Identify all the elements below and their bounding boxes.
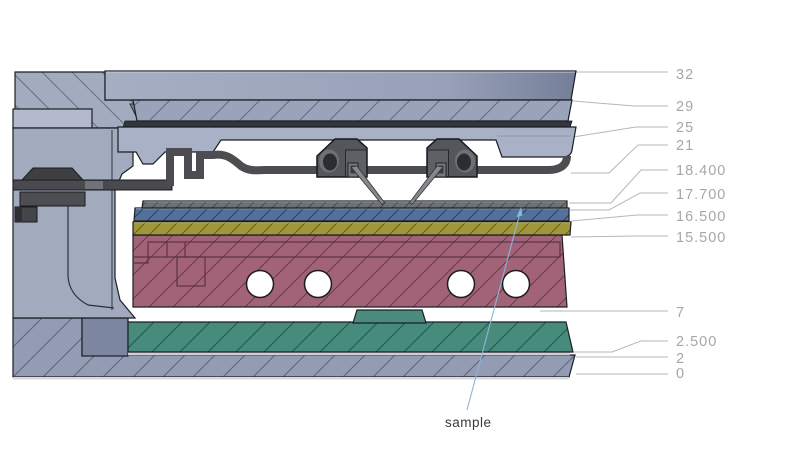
- top-clamp-bar: [104, 70, 577, 101]
- dim-label-16-500: 16.500: [676, 209, 726, 225]
- housing-light-band: [12, 108, 93, 129]
- sample-annotation: sample: [445, 207, 523, 430]
- sample-layer: [141, 200, 568, 209]
- dim-label-0: 0: [676, 366, 685, 382]
- vacuum-hole: [501, 269, 531, 299]
- probe-needle-left: [350, 165, 386, 206]
- hatched-cover-plate: [132, 99, 573, 122]
- probe-holder-hole: [323, 153, 337, 171]
- dim-label-7: 7: [676, 305, 685, 321]
- upper-assembly: [104, 70, 577, 165]
- base-plate-bottom-edge: [13, 377, 569, 380]
- leader-line: [570, 214, 668, 222]
- leader-line: [572, 126, 668, 138]
- probe-holder-left: [316, 138, 386, 206]
- vacuum-holes: [245, 269, 531, 299]
- shim-line: [128, 352, 570, 356]
- layer-stack: [132, 200, 572, 236]
- dim-label-17-700: 17.700: [676, 187, 726, 203]
- dimension-labels: 32 29 25 21 18.400 17.700 16.500 15.500 …: [676, 67, 726, 382]
- clamp-arm-segment: [85, 181, 103, 189]
- leader-line: [569, 169, 668, 204]
- sample-leader-arrowhead-icon: [516, 207, 523, 217]
- probe-holder-right: [408, 138, 478, 206]
- housing-column: [12, 127, 137, 319]
- chuck-internal-channels: [133, 241, 561, 287]
- probe-bar: [166, 148, 571, 186]
- clamp-block: [19, 191, 86, 207]
- leader-line: [571, 144, 668, 174]
- vacuum-hole: [303, 269, 333, 299]
- clamp-tab-shadow: [15, 207, 22, 222]
- dim-label-25: 25: [676, 120, 694, 136]
- teal-plate: [127, 309, 574, 356]
- dim-label-18-400: 18.400: [676, 163, 726, 179]
- housing-pocket-line: [67, 206, 115, 309]
- vacuum-hole: [446, 269, 476, 299]
- dim-label-15-500: 15.500: [676, 230, 726, 246]
- clamp-wedge: [20, 167, 85, 181]
- blue-layer: [133, 207, 570, 222]
- sample-label: sample: [445, 415, 492, 430]
- yellow-layer: [132, 221, 572, 236]
- leader-line: [570, 235, 668, 238]
- vacuum-hole: [245, 269, 275, 299]
- probe-holder-hole: [457, 153, 471, 171]
- chuck-block-body: [132, 234, 568, 308]
- dim-label-32: 32: [676, 67, 694, 83]
- dim-label-2: 2: [676, 351, 685, 367]
- probe-needle-right: [408, 165, 444, 206]
- dim-label-29: 29: [676, 99, 694, 115]
- dimension-leader-lines: [540, 71, 668, 375]
- left-clamp-metal: [12, 167, 173, 223]
- dim-label-2-500: 2.500: [676, 334, 717, 350]
- probe-arm-plate: [117, 126, 577, 165]
- leader-line: [574, 340, 668, 353]
- dim-label-21: 21: [676, 138, 694, 154]
- teal-pedestal: [352, 309, 427, 324]
- sample-leader-line: [466, 208, 522, 411]
- leader-line: [570, 192, 668, 211]
- chuck-block: [132, 234, 568, 308]
- base-inset-block: [81, 317, 129, 357]
- leader-line: [572, 100, 668, 107]
- teal-plate-body: [127, 321, 574, 353]
